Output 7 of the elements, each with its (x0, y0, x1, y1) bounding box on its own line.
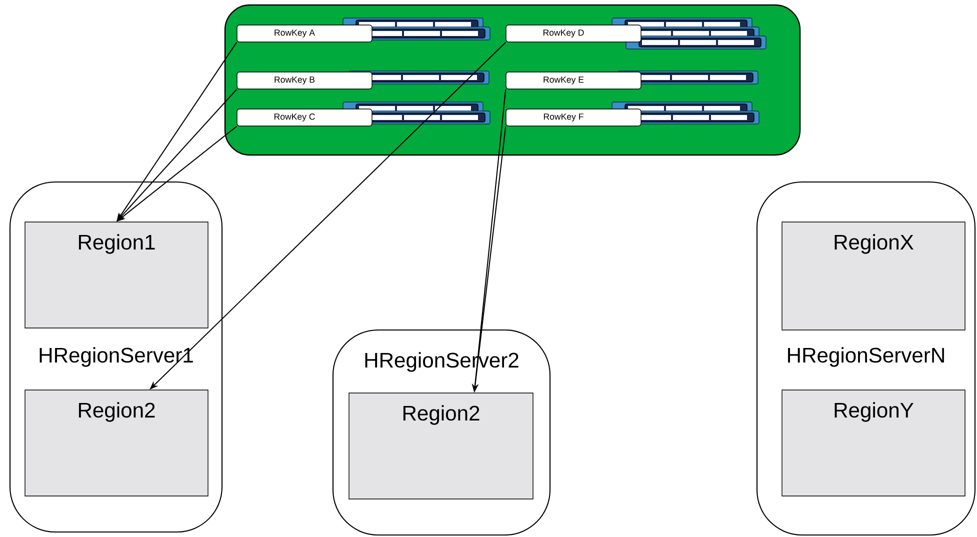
rowkey-box: RowKey E (506, 72, 642, 90)
region-box: Region2 (348, 392, 534, 500)
rowkey-box: RowKey B (236, 72, 372, 90)
region-box: RegionX (782, 222, 966, 330)
region-box: Region1 (24, 222, 208, 328)
region-box: Region2 (24, 390, 208, 496)
region-box: RegionY (782, 390, 966, 496)
